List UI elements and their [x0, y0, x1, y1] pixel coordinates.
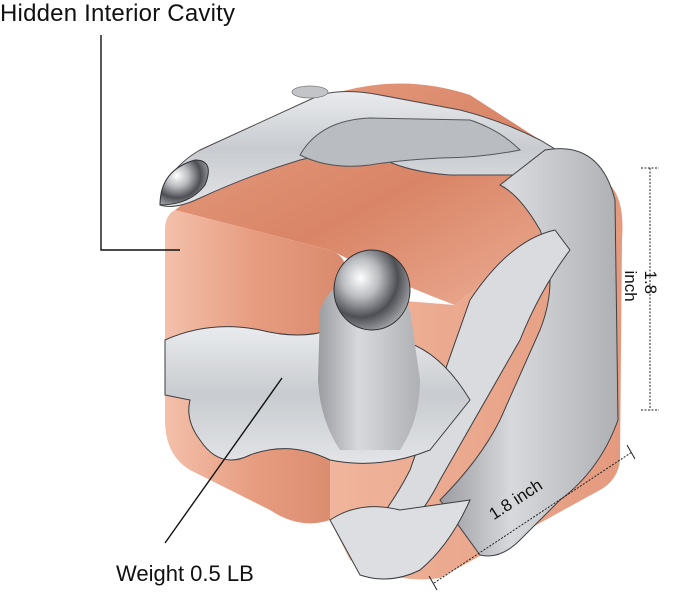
- silver-bottom-sweep: [329, 499, 471, 580]
- weight-leader-line: [164, 377, 283, 544]
- width-dimension-tick-right: [626, 444, 636, 460]
- width-dimension-line: [433, 451, 633, 584]
- weight-label: Weight 0.5 LB: [116, 561, 254, 586]
- ball-knob-left: [159, 159, 209, 206]
- height-dimension-text: 1.8 inch: [621, 270, 660, 302]
- width-dimension-tick-left: [428, 575, 438, 591]
- ball-knob-center: [333, 249, 411, 331]
- silver-top-ridge: [299, 117, 522, 167]
- height-dimension-label: 1.8 inch: [620, 271, 660, 329]
- hidden-interior-cavity-label: Hidden Interior Cavity: [0, 0, 236, 27]
- ball-knob-top: [291, 85, 329, 99]
- cavity-leader-line: [100, 35, 180, 251]
